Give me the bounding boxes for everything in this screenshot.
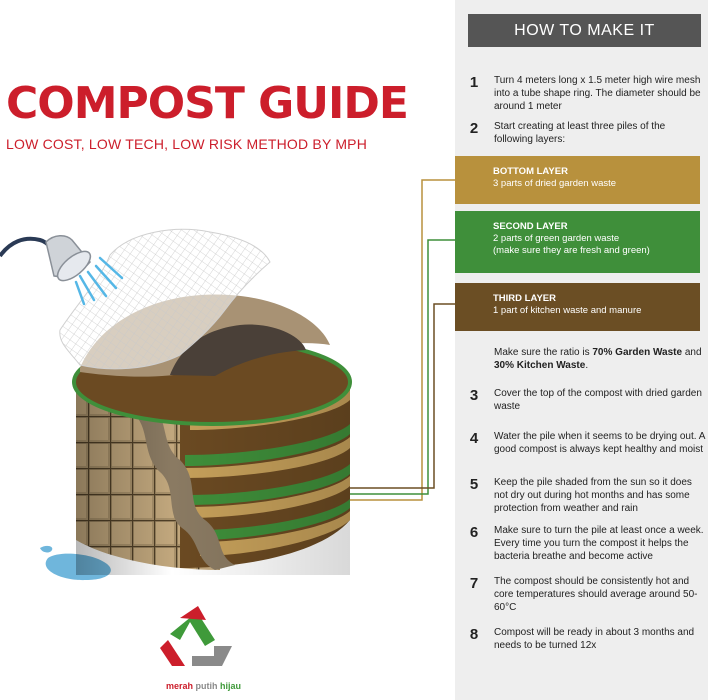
step-number: 6 <box>469 524 479 541</box>
recycle-icon <box>160 606 232 666</box>
ratio-kitchen: 30% Kitchen Waste <box>494 360 586 371</box>
layer-title: THIRD LAYER <box>493 293 556 304</box>
step-number: 5 <box>469 476 479 493</box>
step-text: Make sure to turn the pile at least once… <box>494 525 704 562</box>
ratio-prefix: Make sure the ratio is <box>494 347 593 358</box>
step-number: 7 <box>469 575 479 592</box>
ratio-garden: 70% Garden Waste <box>592 347 683 358</box>
step-number: 8 <box>469 626 479 643</box>
step-text: The compost should be consistently hot a… <box>494 576 698 613</box>
step-text: Turn 4 meters long x 1.5 meter high wire… <box>494 75 701 112</box>
page-subtitle: LOW COST, LOW TECH, LOW RISK METHOD BY M… <box>6 136 368 152</box>
ratio-middle: and <box>682 347 702 358</box>
ratio-note: Make sure the ratio is 70% Garden Waste … <box>494 346 704 372</box>
instructions-panel <box>455 0 708 700</box>
layer-third: THIRD LAYER 1 part of kitchen waste and … <box>455 283 700 331</box>
step-number: 1 <box>469 74 479 91</box>
layer-title: BOTTOM LAYER <box>493 166 568 177</box>
layer-desc: 2 parts of green garden waste <box>493 233 620 244</box>
water-spray <box>74 256 124 306</box>
layer-second: SECOND LAYER 2 parts of green garden was… <box>455 211 700 273</box>
layer-desc-note: (make sure they are fresh and green) <box>493 245 650 256</box>
page-title: COMPOST GUIDE <box>6 78 409 129</box>
how-to-heading: HOW TO MAKE IT <box>468 14 701 47</box>
step-text: Water the pile when it seems to be dryin… <box>494 431 705 455</box>
step-text: Cover the top of the compost with dried … <box>494 388 702 412</box>
brand-word-hijau: hijau <box>220 681 242 691</box>
step-number: 4 <box>469 430 479 447</box>
brand-name: merah putih hijau <box>166 681 241 691</box>
layer-desc: 3 parts of dried garden waste <box>493 178 617 189</box>
layer-connectors <box>350 179 455 501</box>
brand-word-merah: merah <box>166 681 194 691</box>
step-text: Keep the pile shaded from the sun so it … <box>494 477 692 514</box>
step-number: 2 <box>469 120 479 137</box>
layer-desc: 1 part of kitchen waste and manure <box>493 305 642 316</box>
step-number: 3 <box>469 387 479 404</box>
brand-word-putih: putih <box>195 681 218 691</box>
ratio-suffix: . <box>585 360 589 371</box>
step-text: Compost will be ready in about 3 months … <box>494 627 695 651</box>
mesh-net <box>59 228 271 370</box>
layer-bottom: BOTTOM LAYER 3 parts of dried garden was… <box>455 156 700 204</box>
shower-head-icon <box>0 235 92 282</box>
step-text: Start creating at least three piles of t… <box>494 121 666 145</box>
layer-title: SECOND LAYER <box>493 221 568 232</box>
